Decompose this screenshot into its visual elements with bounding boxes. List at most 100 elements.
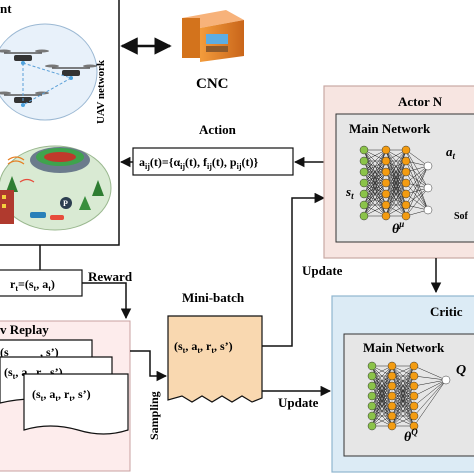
- net-connection: [413, 379, 447, 387]
- net-node: [409, 391, 419, 401]
- net-node: [401, 189, 411, 199]
- net-connection: [363, 149, 387, 173]
- environment-panel: nt UAV network: [0, 0, 120, 246]
- net-connection: [363, 171, 387, 217]
- net-connection: [413, 375, 447, 381]
- reward-to-replay-arrow: [82, 282, 132, 320]
- net-connection: [391, 365, 415, 387]
- building-icon: [0, 190, 14, 224]
- environment-title: nt: [0, 1, 12, 16]
- net-node: [359, 200, 369, 210]
- action-formula-box: [132, 147, 294, 176]
- minibatch-tuple: (st, at, rt, s’): [174, 339, 233, 355]
- net-node: [367, 361, 377, 371]
- net-node: [423, 183, 433, 193]
- net-node: [381, 211, 391, 221]
- net-node: [387, 381, 397, 391]
- critic-neural-net: [367, 361, 451, 431]
- reward-formula: rt=(st, at): [10, 277, 55, 293]
- actor-main-network-box: [335, 113, 474, 243]
- uav-sky-area: [0, 23, 98, 121]
- net-node: [409, 371, 419, 381]
- net-node: [387, 371, 397, 381]
- net-node: [381, 156, 391, 166]
- net-node: [423, 205, 433, 215]
- net-connection: [405, 165, 429, 206]
- net-connection: [405, 149, 429, 167]
- update-critic-label: Update: [278, 395, 319, 410]
- net-connection: [385, 171, 407, 217]
- signal-icon: [19, 178, 35, 183]
- uav-link-lines: [22, 62, 72, 106]
- net-connection: [391, 405, 415, 427]
- net-connection: [385, 149, 407, 195]
- net-connection: [391, 365, 415, 397]
- net-node: [367, 371, 377, 381]
- replay-buffer-panel: v Replay (s, s’) (st, at, rt, s’) (st, a…: [0, 320, 131, 472]
- net-connection: [371, 385, 393, 427]
- action-label: Action: [199, 122, 237, 137]
- net-node: [359, 167, 369, 177]
- net-node: [387, 391, 397, 401]
- parking-icon: P: [60, 197, 72, 209]
- net-connection: [391, 395, 415, 427]
- critic-main-network-label: Main Network: [363, 340, 445, 355]
- critic-title: Critic: [430, 304, 463, 319]
- net-connection: [391, 385, 415, 427]
- net-connection: [385, 149, 407, 173]
- net-connection: [413, 379, 447, 417]
- tree-icon: [6, 176, 104, 210]
- replay-row-3: (st, at, rt, s’): [32, 387, 91, 403]
- uav-network-label: UAV network: [95, 59, 107, 124]
- action-formula: aij(t)={αij(t), fij(t), pij(t)}: [139, 155, 258, 171]
- net-node: [401, 200, 411, 210]
- net-connection: [405, 187, 429, 206]
- net-node: [387, 421, 397, 431]
- net-node: [409, 361, 419, 371]
- car-icon: [30, 212, 64, 220]
- net-connection: [385, 193, 407, 217]
- net-connection: [413, 379, 447, 407]
- net-connection: [371, 365, 393, 397]
- net-connection: [371, 405, 393, 427]
- net-node: [401, 156, 411, 166]
- update-actor-arrow: [262, 192, 326, 347]
- net-node: [401, 145, 411, 155]
- replay-row-1: (s, s’): [0, 345, 59, 359]
- actor-title: Actor N: [398, 94, 443, 109]
- replay-buffer-title: v Replay: [0, 322, 49, 337]
- cnc-label: CNC: [196, 76, 229, 92]
- net-node: [381, 189, 391, 199]
- net-node: [359, 145, 369, 155]
- net-node: [409, 381, 419, 391]
- reward-label: Reward: [88, 269, 133, 284]
- actor-output-label: at: [446, 144, 456, 161]
- net-node: [381, 145, 391, 155]
- actor-main-network-label: Main Network: [349, 121, 431, 136]
- net-connection: [363, 149, 387, 195]
- actor-theta-label: θμ: [392, 219, 404, 237]
- stadium-icon: [30, 147, 90, 173]
- net-node: [409, 421, 419, 431]
- net-node: [381, 167, 391, 177]
- net-node: [409, 401, 419, 411]
- critic-output-label: Q: [456, 363, 466, 378]
- net-node: [401, 167, 411, 177]
- actor-softmax-label: Sof: [454, 211, 469, 222]
- net-connection: [363, 193, 387, 217]
- net-connection: [405, 165, 429, 217]
- net-node: [359, 189, 369, 199]
- net-node: [423, 161, 433, 171]
- critic-theta-label: θQ: [404, 427, 418, 445]
- net-connection: [405, 187, 429, 217]
- net-node: [381, 178, 391, 188]
- net-node: [381, 200, 391, 210]
- net-connection: [405, 165, 429, 184]
- net-connection: [371, 395, 393, 427]
- net-connection: [391, 365, 415, 407]
- net-connection: [413, 379, 447, 397]
- actor-network-panel: Actor N Main Network st at Sof θμ: [323, 85, 474, 259]
- net-connection: [413, 379, 447, 427]
